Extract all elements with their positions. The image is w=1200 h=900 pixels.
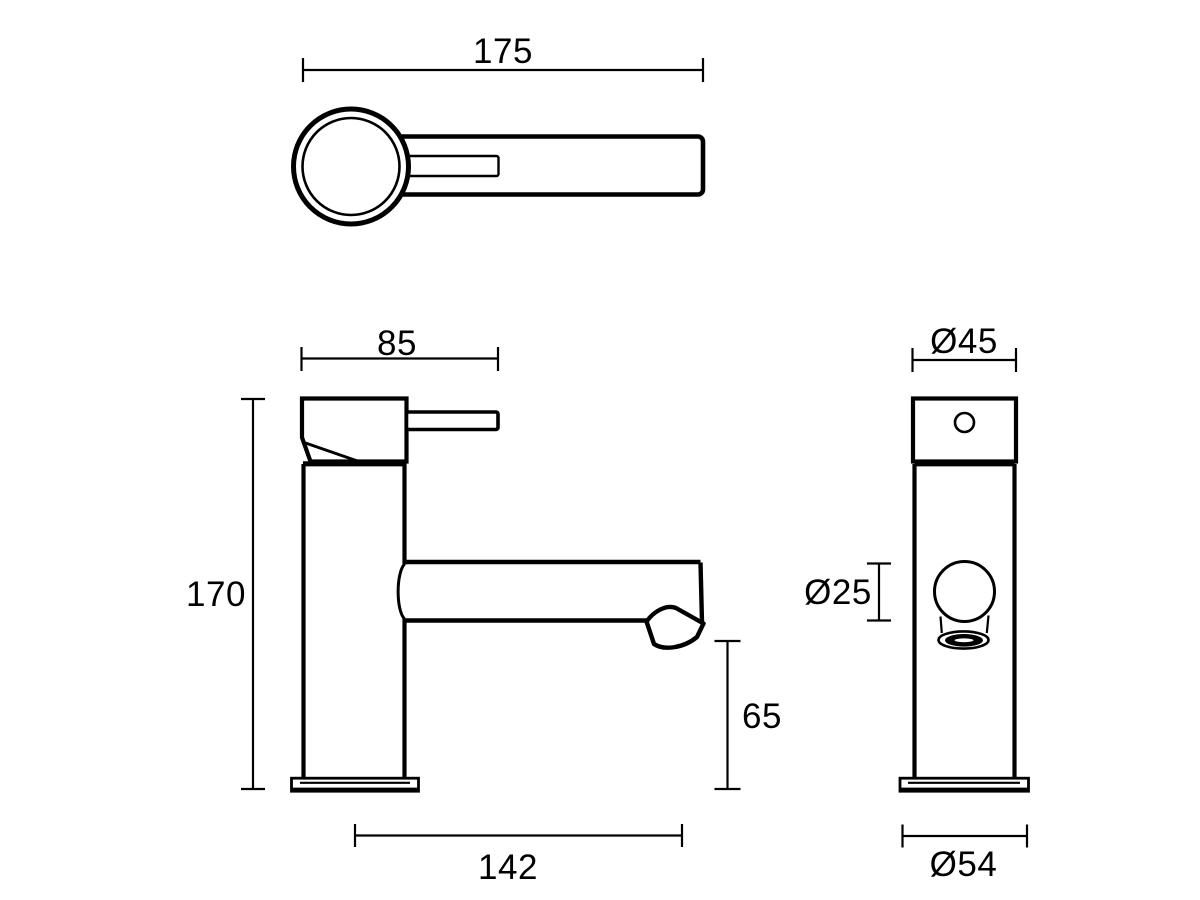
dim-label-spout-reach: 142 [478, 848, 538, 887]
spout-end-edge [698, 562, 705, 623]
aerator-tip [644, 604, 706, 650]
body-fill [303, 462, 405, 779]
dim-label-outlet-diameter: Ø25 [804, 573, 872, 612]
dim-overall-length: 175 [301, 32, 705, 82]
nozzle-right-edge [985, 615, 990, 634]
head-cap-outline [299, 396, 409, 464]
nozzle-left-edge [939, 616, 943, 634]
base-plate-front [898, 776, 1030, 793]
dim-label-head-diameter: Ø45 [930, 322, 998, 361]
base-plate-side [290, 776, 420, 793]
side-elevation: 85 170 [186, 324, 782, 887]
spout-root-curve [396, 563, 406, 621]
plan-view: 175 [291, 32, 706, 227]
handle-cap-outer-circle [291, 106, 411, 227]
handle-lever-side [404, 410, 500, 432]
handle-cap-inner-circle [301, 116, 401, 217]
dim-base-diameter: Ø54 [901, 824, 1029, 884]
dim-label-outlet-clearance: 65 [742, 697, 782, 736]
outlet-aerator-center [954, 638, 974, 643]
spout-ball [933, 560, 996, 623]
handle-pivot-button [953, 411, 976, 434]
dim-label-head-width: 85 [377, 324, 417, 363]
dim-spout-reach: 142 [353, 824, 684, 887]
spout-fill [398, 564, 700, 619]
dim-label-base-diameter: Ø54 [930, 845, 998, 884]
dim-label-overall-height: 170 [186, 575, 246, 614]
dim-label-overall-length: 175 [473, 32, 533, 71]
dim-head-width: 85 [300, 324, 500, 371]
dim-outlet-clearance: 65 [714, 639, 782, 791]
dim-head-diameter: Ø45 [911, 322, 1018, 372]
handle-skirt-diagonal [305, 441, 358, 463]
dim-outlet-diameter: Ø25 [804, 562, 891, 622]
dim-overall-height: 170 [186, 397, 265, 791]
front-elevation: Ø45 Ø25 [804, 322, 1030, 884]
